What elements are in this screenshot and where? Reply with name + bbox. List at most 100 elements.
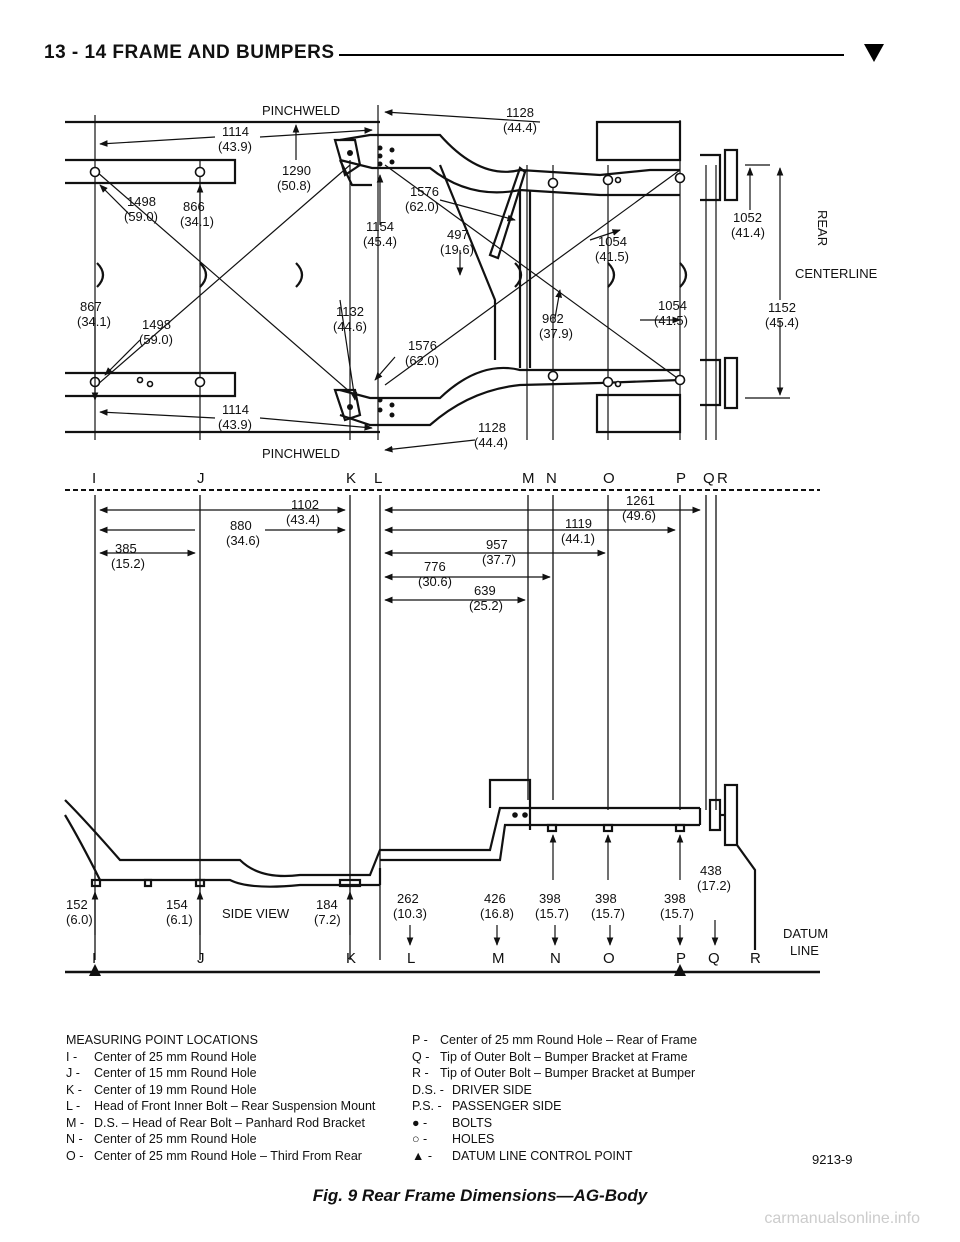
legend-row: ○ -HOLES xyxy=(412,1132,495,1146)
dim-value: (6.0) xyxy=(66,912,93,927)
legend-row: ● -BOLTS xyxy=(412,1115,493,1130)
dim-value: 1132 xyxy=(336,304,364,319)
point-letter-i: I xyxy=(92,470,96,487)
dim-value: (43.9) xyxy=(218,139,252,154)
dim-value: 957 xyxy=(486,537,508,552)
dim-value: (37.7) xyxy=(482,552,516,567)
dim-value: (15.7) xyxy=(535,906,569,921)
side-bolts xyxy=(512,812,528,818)
legend-right: P -Center of 25 mm Round Hole – Rear of … xyxy=(412,1032,697,1164)
dim-value: (15.7) xyxy=(660,906,694,921)
header-rule xyxy=(339,54,844,56)
dim-value: 1102 xyxy=(291,497,319,512)
point-letter-o-bottom: O xyxy=(603,950,615,967)
dim-value: (62.0) xyxy=(405,353,439,368)
dim-value: (16.8) xyxy=(480,906,514,921)
legend-left: MEASURING POINT LOCATIONS I -Center of 2… xyxy=(66,1032,375,1164)
diagram-labels: PINCHWELD PINCHWELD CENTERLINE REAR SIDE… xyxy=(66,103,878,958)
dim-value: 1290 xyxy=(282,163,311,178)
dim-value: 1261 xyxy=(626,493,655,508)
dim-value: 880 xyxy=(230,518,252,533)
dim-value: (34.1) xyxy=(180,214,214,229)
dim-value: (15.7) xyxy=(591,906,625,921)
dim-value: (62.0) xyxy=(405,199,439,214)
point-letter-p: P xyxy=(676,470,686,487)
dim-value: (37.9) xyxy=(539,326,573,341)
legend-row: L -Head of Front Inner Bolt – Rear Suspe… xyxy=(66,1099,376,1113)
legend-title: MEASURING POINT LOCATIONS xyxy=(66,1033,258,1047)
dim-value: 1114 xyxy=(222,124,249,139)
dim-value: (15.2) xyxy=(111,556,145,571)
frame-top-view xyxy=(65,105,790,440)
point-letters-bottom: I J K L M N O P Q R xyxy=(92,950,761,967)
point-letter-q-bottom: Q xyxy=(708,950,720,967)
line-label: LINE xyxy=(790,943,819,958)
figure-code: 9213-9 xyxy=(812,1152,853,1167)
dim-value: 1054 xyxy=(658,298,687,313)
dim-value: (30.6) xyxy=(418,574,452,589)
mid-dim-arrows xyxy=(99,506,701,604)
dim-value: (59.0) xyxy=(139,332,173,347)
datum-control-points xyxy=(89,964,686,976)
rear-label: REAR xyxy=(815,210,830,246)
dim-value: 639 xyxy=(474,583,496,598)
dim-value: 385 xyxy=(115,541,137,556)
dim-value: 184 xyxy=(316,897,338,912)
dim-value: (19.6) xyxy=(440,242,474,257)
point-letter-l-bottom: L xyxy=(407,950,415,967)
dim-value: (59.0) xyxy=(124,209,158,224)
dim-value: (41.5) xyxy=(654,313,688,328)
pinchweld-top-label: PINCHWELD xyxy=(262,103,340,118)
point-letter-l: L xyxy=(374,470,382,487)
dim-value: 867 xyxy=(80,299,102,314)
dim-value: 1054 xyxy=(598,234,627,249)
dim-value: (44.1) xyxy=(561,531,595,546)
dim-value: (45.4) xyxy=(363,234,397,249)
centerline-label: CENTERLINE xyxy=(795,266,878,281)
legend-row: N -Center of 25 mm Round Hole xyxy=(66,1132,257,1146)
legend-row: P.S. -PASSENGER SIDE xyxy=(412,1099,562,1113)
legend-row: D.S. -DRIVER SIDE xyxy=(412,1082,532,1097)
dim-value: 962 xyxy=(542,311,564,326)
watermark: carmanualsonline.info xyxy=(764,1210,920,1227)
dim-value: (10.3) xyxy=(393,906,427,921)
dim-value: 398 xyxy=(539,891,561,906)
pinchweld-bottom-label: PINCHWELD xyxy=(262,446,340,461)
legend-row: P -Center of 25 mm Round Hole – Rear of … xyxy=(412,1033,698,1047)
point-letter-i-bottom: I xyxy=(92,950,96,967)
dim-value: 398 xyxy=(664,891,686,906)
dim-value: 1498 xyxy=(142,317,171,332)
dim-value: 438 xyxy=(700,863,722,878)
page-title: 13 - 14 FRAME AND BUMPERS xyxy=(44,42,335,63)
point-letter-k: K xyxy=(346,470,356,487)
dim-value: 866 xyxy=(183,199,205,214)
point-letter-o: O xyxy=(603,470,615,487)
dim-value: 1119 xyxy=(565,516,592,531)
point-letter-r: R xyxy=(717,470,728,487)
legend-row: R -Tip of Outer Bolt – Bumper Bracket at… xyxy=(412,1066,696,1080)
dim-value: 497 xyxy=(447,227,469,242)
point-letter-k-bottom: K xyxy=(346,950,356,967)
dim-value: (44.4) xyxy=(503,120,537,135)
dim-value: 1128 xyxy=(478,420,506,435)
down-triangle-icon xyxy=(864,44,884,62)
legend-row: Q -Tip of Outer Bolt – Bumper Bracket at… xyxy=(412,1049,688,1064)
legend-row: I -Center of 25 mm Round Hole xyxy=(66,1049,257,1064)
dim-value: 1114 xyxy=(222,402,249,417)
legend-row: M -D.S. – Head of Rear Bolt – Panhard Ro… xyxy=(66,1115,365,1130)
point-letter-n-bottom: N xyxy=(550,950,561,967)
dim-value: (44.6) xyxy=(333,319,367,334)
dim-value: 1576 xyxy=(408,338,437,353)
dim-value: 1498 xyxy=(127,194,156,209)
dim-value: 1052 xyxy=(733,210,762,225)
dim-value: (44.4) xyxy=(474,435,508,450)
dim-value: (17.2) xyxy=(697,878,731,893)
dim-value: 1576 xyxy=(410,184,439,199)
point-letter-j: J xyxy=(197,470,205,487)
dim-value: (34.1) xyxy=(77,314,111,329)
dim-value: (43.4) xyxy=(286,512,320,527)
dim-value: 426 xyxy=(484,891,506,906)
point-letter-q: Q xyxy=(703,470,715,487)
side-dim-arrows xyxy=(91,834,719,946)
